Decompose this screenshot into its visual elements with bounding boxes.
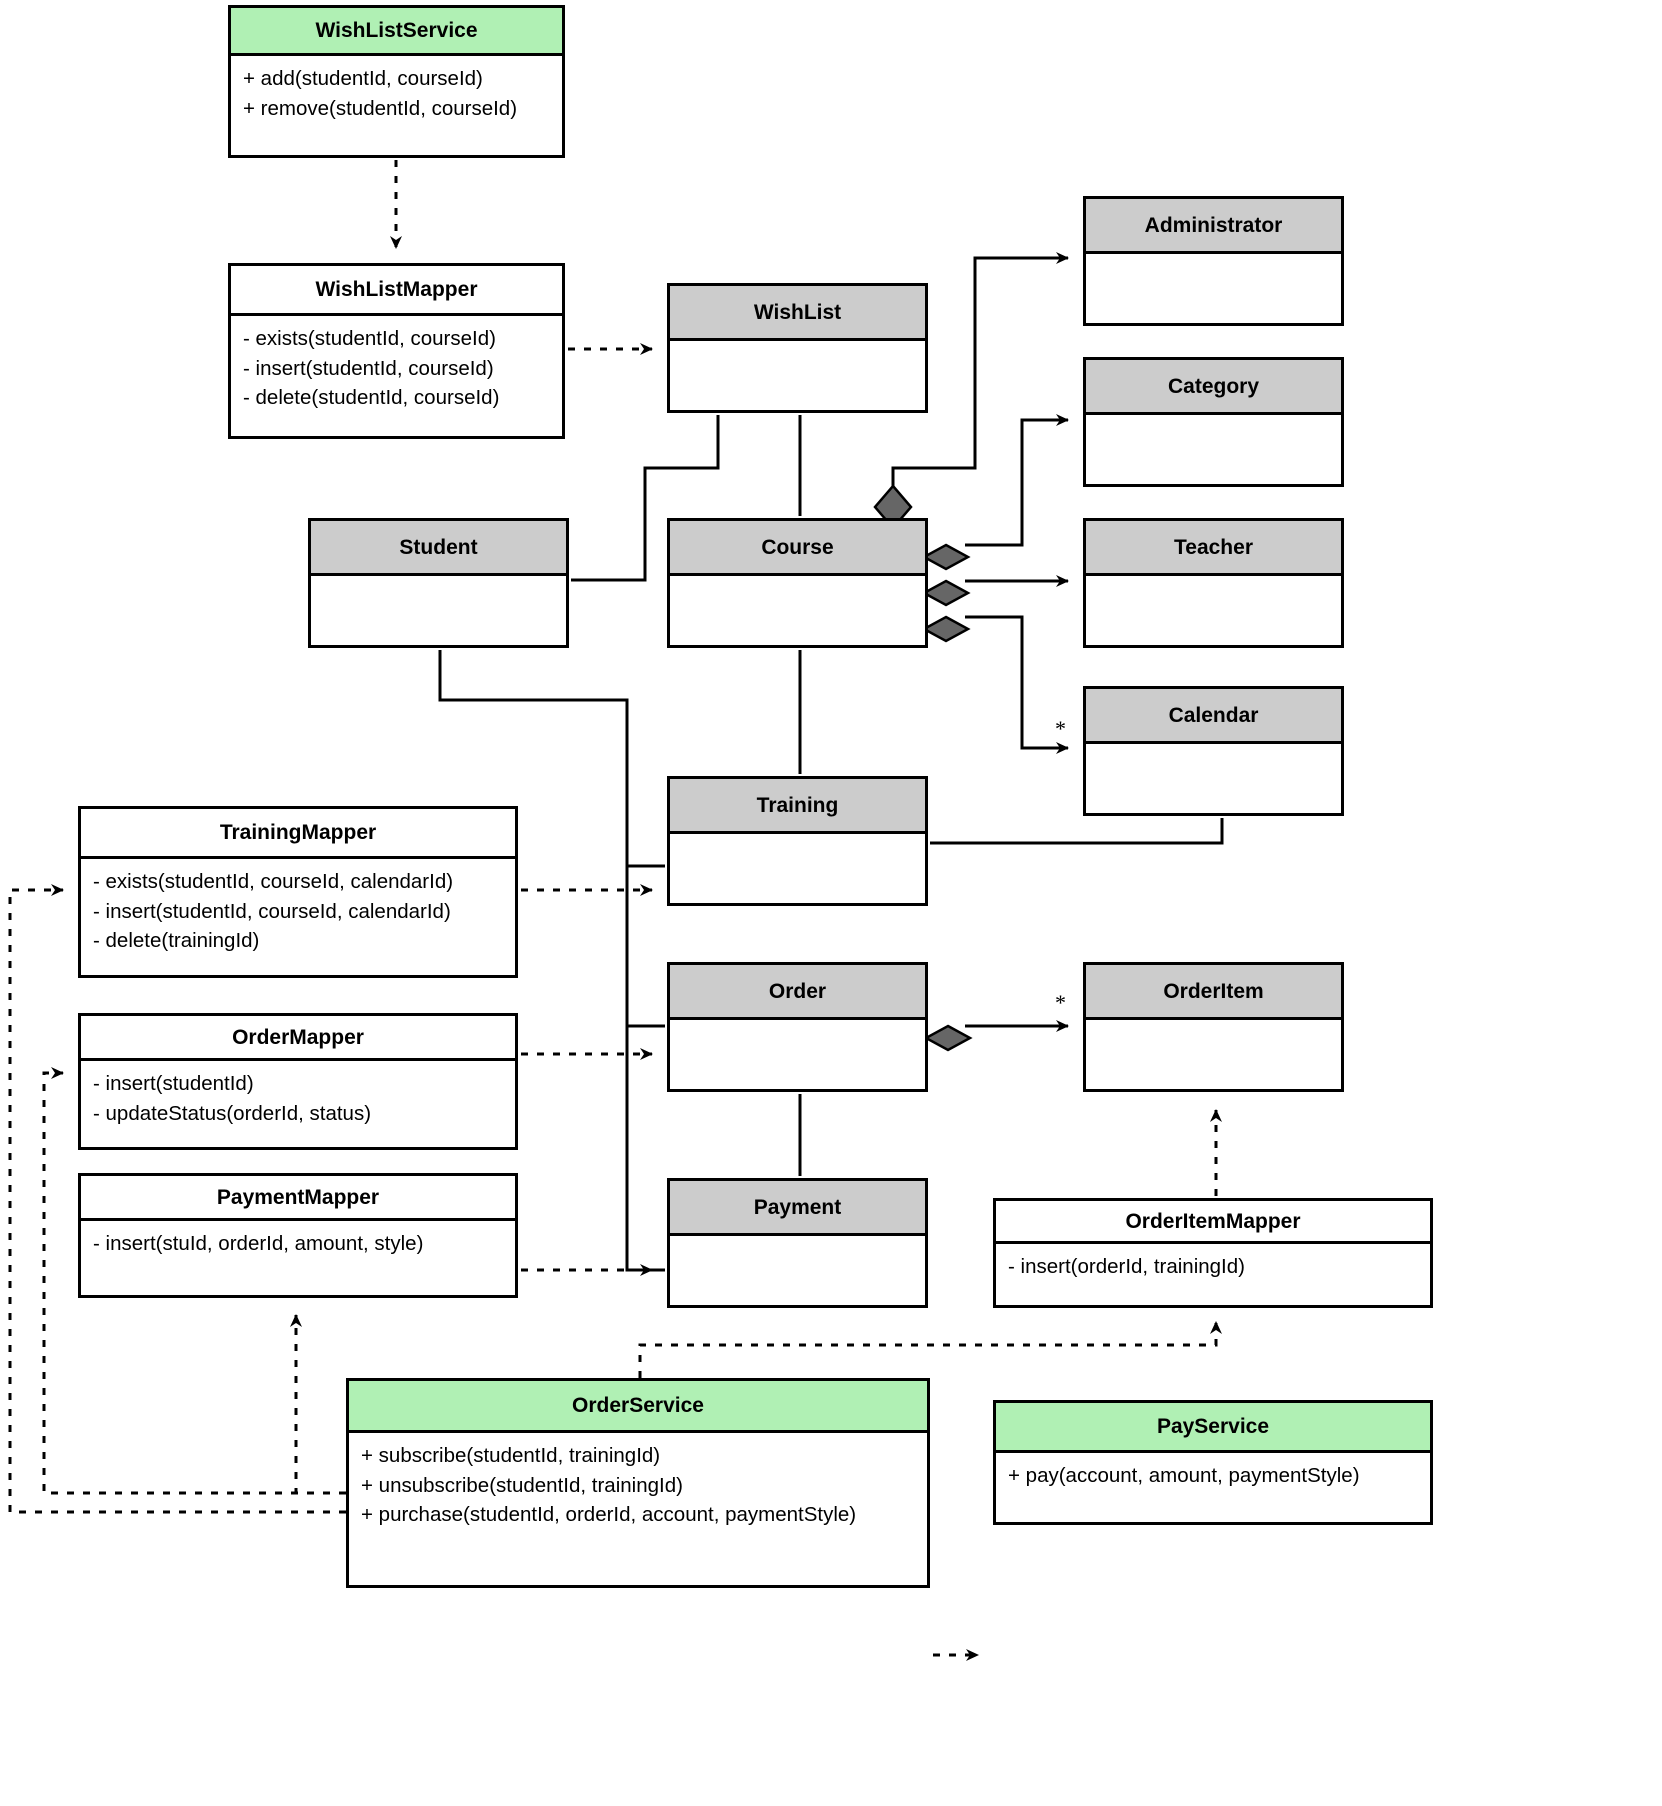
class-title-trainingmapper: TrainingMapper bbox=[81, 809, 515, 859]
class-box-administrator[interactable]: Administrator bbox=[1083, 196, 1344, 326]
method-item: - delete(trainingId) bbox=[93, 929, 260, 953]
class-members-orderitem bbox=[1086, 1020, 1341, 1034]
class-members-ordermapper: - insert(studentId) - updateStatus(order… bbox=[81, 1061, 515, 1134]
class-title-wishlist: WishList bbox=[670, 286, 925, 341]
class-members-wishlist bbox=[670, 341, 925, 355]
method-item: - exists(studentId, courseId) bbox=[243, 327, 496, 350]
class-title-course: Course bbox=[670, 521, 925, 576]
class-box-course[interactable]: Course bbox=[667, 518, 928, 648]
class-box-teacher[interactable]: Teacher bbox=[1083, 518, 1344, 648]
class-members-category bbox=[1086, 415, 1341, 429]
class-box-ordermapper[interactable]: OrderMapper - insert(studentId) - update… bbox=[78, 1013, 518, 1150]
method-item: - exists(studentId, courseId, calendarId… bbox=[93, 870, 454, 893]
class-members-trainingmapper: - exists(studentId, courseId, calendarId… bbox=[81, 859, 515, 962]
aggregation-diamond-orderitem bbox=[923, 1024, 973, 1052]
class-title-training: Training bbox=[670, 779, 925, 834]
method-item: + pay(account, amount, paymentStyle) bbox=[1008, 1464, 1360, 1487]
class-box-student[interactable]: Student bbox=[308, 518, 569, 648]
class-box-orderservice[interactable]: OrderService + subscribe(studentId, trai… bbox=[346, 1378, 930, 1588]
class-box-orderitemmapper[interactable]: OrderItemMapper - insert(orderId, traini… bbox=[993, 1198, 1433, 1308]
method-item: + unsubscribe(studentId, trainingId) bbox=[361, 1473, 683, 1497]
class-members-training bbox=[670, 834, 925, 848]
method-item: - updateStatus(orderId, status) bbox=[93, 1101, 372, 1125]
aggregation-diamond-category bbox=[921, 543, 971, 571]
class-title-payment: Payment bbox=[670, 1181, 925, 1236]
method-item: - insert(stuId, orderId, amount, style) bbox=[93, 1232, 424, 1255]
class-title-orderitemmapper: OrderItemMapper bbox=[996, 1201, 1430, 1244]
class-title-student: Student bbox=[311, 521, 566, 576]
class-members-payment bbox=[670, 1236, 925, 1250]
method-item: - insert(orderId, trainingId) bbox=[1008, 1255, 1245, 1278]
method-item: + subscribe(studentId, trainingId) bbox=[361, 1444, 661, 1467]
class-box-trainingmapper[interactable]: TrainingMapper - exists(studentId, cours… bbox=[78, 806, 518, 978]
class-box-paymentmapper[interactable]: PaymentMapper - insert(stuId, orderId, a… bbox=[78, 1173, 518, 1298]
class-box-wishlistmapper[interactable]: WishListMapper - exists(studentId, cours… bbox=[228, 263, 565, 439]
class-title-wishlistmapper: WishListMapper bbox=[231, 266, 562, 316]
class-title-teacher: Teacher bbox=[1086, 521, 1341, 576]
class-box-calendar[interactable]: Calendar bbox=[1083, 686, 1344, 816]
class-members-course bbox=[670, 576, 925, 590]
class-box-orderitem[interactable]: OrderItem bbox=[1083, 962, 1344, 1092]
class-members-teacher bbox=[1086, 576, 1341, 590]
class-box-training[interactable]: Training bbox=[667, 776, 928, 906]
class-members-administrator bbox=[1086, 254, 1341, 268]
multiplicity-label-orderitem: * bbox=[1055, 990, 1066, 1015]
aggregation-diamond-calendar bbox=[921, 615, 971, 643]
class-title-administrator: Administrator bbox=[1086, 199, 1341, 254]
class-members-paymentmapper: - insert(stuId, orderId, amount, style) bbox=[81, 1221, 515, 1265]
class-members-wishlistservice: + add(studentId, courseId) + remove(stud… bbox=[231, 56, 562, 129]
method-item: - delete(studentId, courseId) bbox=[243, 386, 500, 410]
class-members-payservice: + pay(account, amount, paymentStyle) bbox=[996, 1453, 1430, 1497]
class-box-category[interactable]: Category bbox=[1083, 357, 1344, 487]
class-members-orderservice: + subscribe(studentId, trainingId) + uns… bbox=[349, 1433, 927, 1536]
class-box-order[interactable]: Order bbox=[667, 962, 928, 1092]
method-item: - insert(studentId, courseId) bbox=[243, 356, 494, 380]
aggregation-diamond-teacher bbox=[921, 579, 971, 607]
method-item: - insert(studentId, courseId, calendarId… bbox=[93, 899, 451, 923]
method-item: + add(studentId, courseId) bbox=[243, 67, 483, 90]
class-members-orderitemmapper: - insert(orderId, trainingId) bbox=[996, 1244, 1430, 1288]
method-item: - insert(studentId) bbox=[93, 1072, 254, 1095]
class-members-wishlistmapper: - exists(studentId, courseId) - insert(s… bbox=[231, 316, 562, 419]
class-members-order bbox=[670, 1020, 925, 1034]
class-title-category: Category bbox=[1086, 360, 1341, 415]
method-item: + purchase(studentId, orderId, account, … bbox=[361, 1503, 857, 1527]
class-box-wishlist[interactable]: WishList bbox=[667, 283, 928, 413]
class-title-calendar: Calendar bbox=[1086, 689, 1341, 744]
class-title-orderservice: OrderService bbox=[349, 1381, 927, 1433]
class-box-wishlistservice[interactable]: WishListService + add(studentId, courseI… bbox=[228, 5, 565, 158]
class-title-orderitem: OrderItem bbox=[1086, 965, 1341, 1020]
method-item: + remove(studentId, courseId) bbox=[243, 96, 518, 120]
class-title-ordermapper: OrderMapper bbox=[81, 1016, 515, 1061]
class-box-payment[interactable]: Payment bbox=[667, 1178, 928, 1308]
class-title-wishlistservice: WishListService bbox=[231, 8, 562, 56]
class-box-payservice[interactable]: PayService + pay(account, amount, paymen… bbox=[993, 1400, 1433, 1525]
class-members-student bbox=[311, 576, 566, 590]
class-title-order: Order bbox=[670, 965, 925, 1020]
class-members-calendar bbox=[1086, 744, 1341, 758]
class-title-paymentmapper: PaymentMapper bbox=[81, 1176, 515, 1221]
multiplicity-label-calendar: * bbox=[1055, 716, 1066, 741]
class-title-payservice: PayService bbox=[996, 1403, 1430, 1453]
